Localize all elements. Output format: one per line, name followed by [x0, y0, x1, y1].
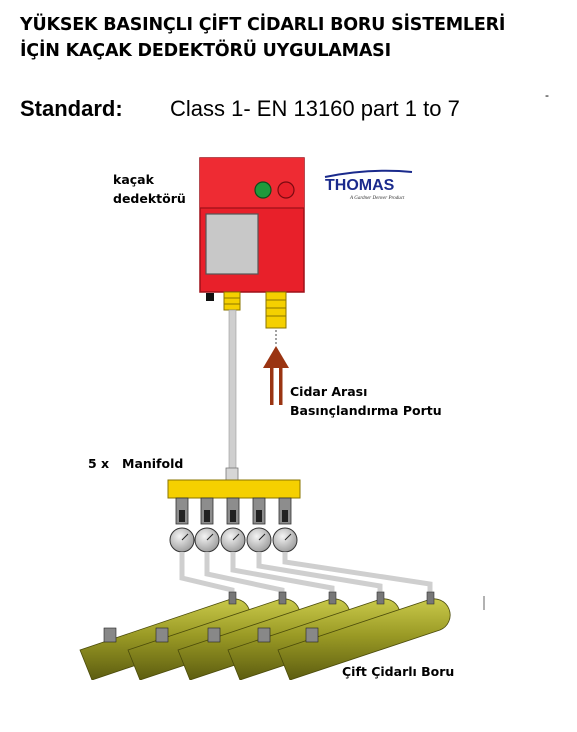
detector-label-line-2: dedektörü	[113, 191, 186, 206]
detector-label-line-1: kaçak	[113, 172, 154, 187]
manifold-label: Manifold	[122, 456, 184, 471]
manifold-valves	[169, 497, 298, 553]
pipe-crop-mask	[78, 680, 460, 688]
port-label-line-1: Cidar Arası	[290, 384, 368, 399]
detector-foot	[206, 293, 214, 301]
leak-detector	[199, 157, 305, 301]
standard-label: Standard:	[20, 96, 123, 121]
manifold-bar	[167, 479, 301, 499]
decorative-dash: -	[545, 88, 549, 102]
valve-4	[246, 497, 272, 553]
detector-fittings	[223, 291, 287, 345]
port-label-line-2: Basınçlandırma Portu	[290, 403, 442, 418]
valve-1	[169, 497, 195, 553]
detector-display	[205, 213, 259, 275]
manifold-tubes	[179, 552, 433, 594]
title-line-2: İÇİN KAÇAK DEDEKTÖRÜ UYGULAMASI	[20, 41, 391, 61]
pressurisation-arrow	[263, 346, 289, 405]
detector-tube	[228, 309, 237, 471]
pipe-label: Çift Çidarlı Boru	[342, 664, 455, 679]
page-title: YÜKSEK BASINÇLI ÇİFT CİDARLI BORU SİSTEM…	[20, 12, 565, 64]
port-label: Cidar Arası Basınçlandırma Portu	[290, 382, 442, 420]
standard-value: Class 1- EN 13160 part 1 to 7	[170, 96, 460, 121]
manifold-count: 5 x	[88, 456, 110, 471]
status-led-red	[277, 181, 295, 199]
logo-tagline: A Gardner Denver Product	[349, 196, 405, 201]
manifold	[167, 467, 301, 499]
thomas-logo: THOMAS A Gardner Denver Product	[324, 169, 413, 201]
pipe-5	[277, 591, 451, 681]
logo-swoosh	[324, 169, 413, 178]
detector-label: kaçak dedektörü	[113, 170, 186, 208]
status-led-green	[254, 181, 272, 199]
valve-3	[220, 497, 246, 553]
valve-5	[272, 497, 298, 553]
logo-text: THOMAS	[325, 177, 395, 194]
title-line-1: YÜKSEK BASINÇLI ÇİFT CİDARLI BORU SİSTEM…	[20, 15, 506, 35]
double-wall-pipes	[78, 591, 460, 688]
valve-2	[194, 497, 220, 553]
